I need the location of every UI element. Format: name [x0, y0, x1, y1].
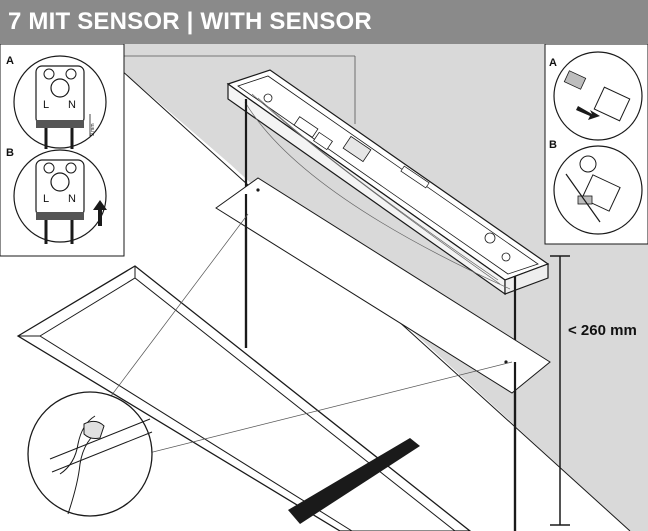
terminal-l-label: L — [43, 99, 49, 111]
cable-detail-magnifier — [27, 391, 153, 517]
push-arrow-icon — [93, 200, 107, 226]
mounting-plate — [215, 177, 551, 394]
strip-length-label: 9 mm — [90, 124, 96, 137]
header-bar: 7 MIT SENSOR | WITH SENSOR — [0, 0, 648, 44]
connector-detail-box — [544, 44, 648, 245]
left-detail-label-a: A — [6, 55, 14, 67]
terminal-l-label-b: L — [43, 193, 49, 205]
ceiling-canopy — [226, 69, 550, 296]
luminaire-body — [16, 265, 472, 531]
right-detail-label-a: A — [549, 57, 557, 69]
terminal-detail-box — [0, 44, 125, 257]
page-title: 7 MIT SENSOR | WITH SENSOR — [8, 8, 372, 35]
height-dimension-label: < 260 mm — [568, 322, 637, 339]
terminal-n-label: N — [68, 99, 76, 111]
installation-diagram: A B L N L N 9 mm A B — [0, 44, 648, 531]
direction-arrow-icon — [576, 106, 600, 120]
sensor-strip — [288, 438, 420, 524]
left-detail-label-b: B — [6, 147, 14, 159]
right-detail-label-b: B — [549, 139, 557, 151]
terminal-n-label-b: N — [68, 193, 76, 205]
height-dimension-line — [550, 255, 570, 526]
